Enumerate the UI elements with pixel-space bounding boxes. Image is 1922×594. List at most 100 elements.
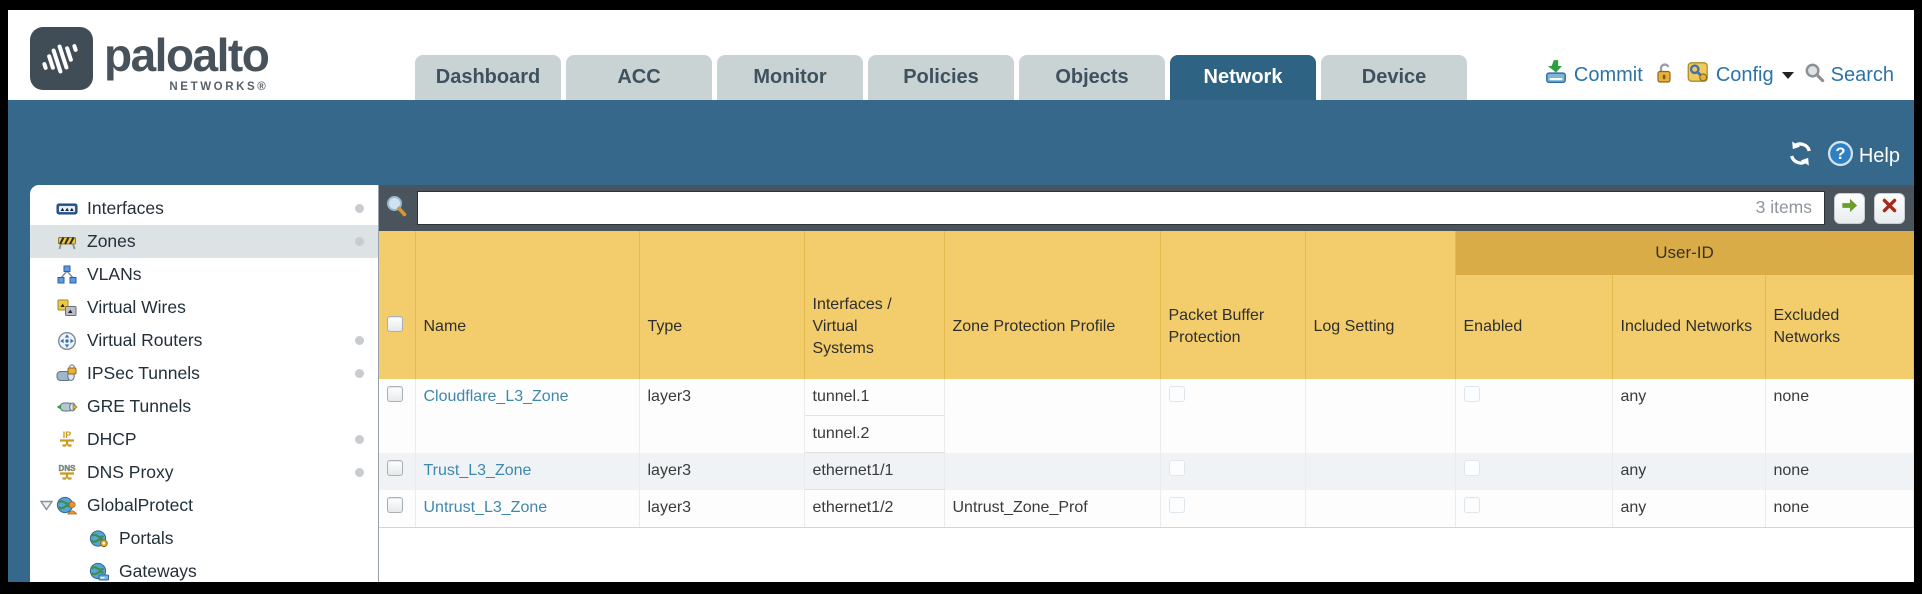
tab-policies[interactable]: Policies: [868, 55, 1014, 100]
included-networks-cell: any: [1612, 452, 1766, 490]
row-checkbox[interactable]: [387, 386, 403, 402]
zone-name-link[interactable]: Untrust_L3_Zone: [423, 498, 548, 516]
portals-icon: [88, 529, 110, 549]
zone-name-link[interactable]: Trust_L3_Zone: [423, 461, 532, 479]
dns-proxy-icon: DNS: [56, 463, 78, 483]
config-icon: [1685, 59, 1711, 91]
clear-filter-button[interactable]: [1874, 192, 1905, 224]
row-checkbox[interactable]: [387, 459, 403, 476]
sidebar-item-ipsec-tunnels[interactable]: IPSec Tunnels: [30, 357, 378, 390]
sidebar-item-dns-proxy[interactable]: DNS DNS Proxy: [30, 456, 378, 489]
refresh-button[interactable]: [1787, 140, 1814, 173]
main-nav-tabs: Dashboard ACC Monitor Policies Objects N…: [415, 55, 1467, 100]
lock-icon[interactable]: [1652, 61, 1676, 90]
dhcp-icon: IP: [56, 430, 78, 450]
pending-change-dot: [355, 237, 364, 246]
interface-cell: tunnel.2: [804, 415, 945, 453]
column-header-log-setting[interactable]: Log Setting: [1305, 275, 1456, 379]
sidebar-item-vlans[interactable]: VLANs: [30, 258, 378, 291]
interface-cell: ethernet1/2: [804, 489, 945, 528]
packet-buffer-cell: [1160, 452, 1306, 490]
paloalto-logo: paloalto NETWORKS®: [30, 27, 270, 93]
zone-type-cell: layer3: [639, 379, 805, 453]
interface-cell: tunnel.1: [804, 379, 945, 416]
sidebar-item-dhcp[interactable]: IP DHCP: [30, 423, 378, 456]
green-arrow-icon: [1840, 196, 1859, 220]
tab-acc[interactable]: ACC: [566, 55, 712, 100]
column-header-name[interactable]: Name: [415, 275, 640, 379]
user-id-enabled-checkbox: [1463, 386, 1480, 402]
network-sidebar: Interfaces Zones: [30, 185, 379, 582]
packet-buffer-checkbox: [1168, 459, 1185, 476]
svg-text:DNS: DNS: [59, 464, 77, 473]
sidebar-item-virtual-wires[interactable]: Virtual Wires: [30, 291, 378, 324]
banner: ? Help: [8, 100, 1914, 185]
log-setting-cell: [1305, 379, 1456, 453]
packet-buffer-checkbox: [1168, 386, 1185, 402]
header-spacer: [804, 231, 945, 275]
select-all-checkbox[interactable]: [387, 315, 403, 332]
sidebar-item-globalprotect[interactable]: GlobalProtect: [30, 489, 378, 522]
sidebar-item-gre-tunnels[interactable]: GRE Tunnels: [30, 390, 378, 423]
expander-triangle-icon[interactable]: [36, 500, 56, 511]
vlans-icon: [56, 265, 78, 285]
column-header-type[interactable]: Type: [639, 275, 805, 379]
tab-monitor[interactable]: Monitor: [717, 55, 863, 100]
zone-type-cell: layer3: [639, 489, 805, 528]
user-id-enabled-cell: [1455, 452, 1613, 490]
help-button[interactable]: ? Help: [1827, 140, 1900, 173]
row-select-cell: [379, 489, 416, 528]
column-header-excluded[interactable]: Excluded Networks: [1765, 275, 1914, 379]
sidebar-item-label: GlobalProtect: [87, 495, 194, 515]
zone-protection-cell: Untrust_Zone_Prof: [944, 489, 1161, 528]
included-networks-cell: any: [1612, 489, 1766, 528]
column-header-packet-buffer[interactable]: Packet Buffer Protection: [1160, 275, 1306, 379]
interface-cell: ethernet1/1: [804, 452, 945, 490]
excluded-networks-cell: none: [1765, 452, 1914, 490]
tab-dashboard[interactable]: Dashboard: [415, 55, 561, 100]
top-bar: paloalto NETWORKS® Dashboard ACC Monitor…: [8, 10, 1914, 100]
tab-objects[interactable]: Objects: [1019, 55, 1165, 100]
pending-change-dot: [355, 204, 364, 213]
header-spacer: [1160, 231, 1306, 275]
config-label: Config: [1715, 63, 1774, 86]
user-id-enabled-checkbox: [1463, 496, 1480, 513]
column-header-interfaces[interactable]: Interfaces / Virtual Systems: [804, 275, 945, 379]
user-id-enabled-checkbox: [1463, 459, 1480, 476]
global-search[interactable]: Search: [1803, 61, 1894, 90]
sidebar-item-virtual-routers[interactable]: Virtual Routers: [30, 324, 378, 357]
commit-icon: [1543, 59, 1569, 91]
log-setting-cell: [1305, 489, 1456, 528]
zones-content: 3 items: [379, 185, 1914, 582]
apply-filter-button[interactable]: [1834, 192, 1865, 224]
header-spacer: [379, 231, 416, 275]
zone-name-link[interactable]: Cloudflare_L3_Zone: [423, 388, 569, 405]
excluded-networks-cell: none: [1765, 379, 1914, 453]
zone-name-cell: Trust_L3_Zone: [415, 452, 640, 490]
sidebar-item-interfaces[interactable]: Interfaces: [30, 192, 378, 225]
pending-change-dot: [355, 336, 364, 345]
filter-input[interactable]: [417, 191, 1825, 225]
zone-name-cell: Cloudflare_L3_Zone: [415, 379, 640, 453]
sidebar-item-portals[interactable]: Portals: [30, 522, 378, 555]
config-menu[interactable]: Config: [1685, 59, 1794, 91]
column-header-included[interactable]: Included Networks: [1612, 275, 1766, 379]
column-header-enabled[interactable]: Enabled: [1455, 275, 1613, 379]
brand-name: paloalto: [104, 29, 270, 81]
tab-network[interactable]: Network: [1170, 55, 1316, 100]
zones-table: User-ID Name Type Interfaces / Virtual S…: [379, 231, 1914, 528]
column-header-zone-protection[interactable]: Zone Protection Profile: [944, 275, 1161, 379]
sidebar-item-gateways[interactable]: Gateways: [30, 555, 378, 582]
pending-change-dot: [355, 468, 364, 477]
sidebar-item-zones[interactable]: Zones: [30, 225, 378, 258]
commit-link[interactable]: Commit: [1543, 59, 1643, 91]
filter-searchbox: 3 items: [417, 191, 1825, 225]
pending-change-dot: [355, 369, 364, 378]
gre-tunnels-icon: [56, 397, 78, 417]
virtual-wires-icon: [56, 298, 78, 318]
tab-device[interactable]: Device: [1321, 55, 1467, 100]
row-checkbox[interactable]: [387, 496, 403, 513]
commit-label: Commit: [1573, 63, 1643, 86]
search-icon: [1803, 61, 1826, 90]
filter-search-icon: [384, 194, 408, 223]
